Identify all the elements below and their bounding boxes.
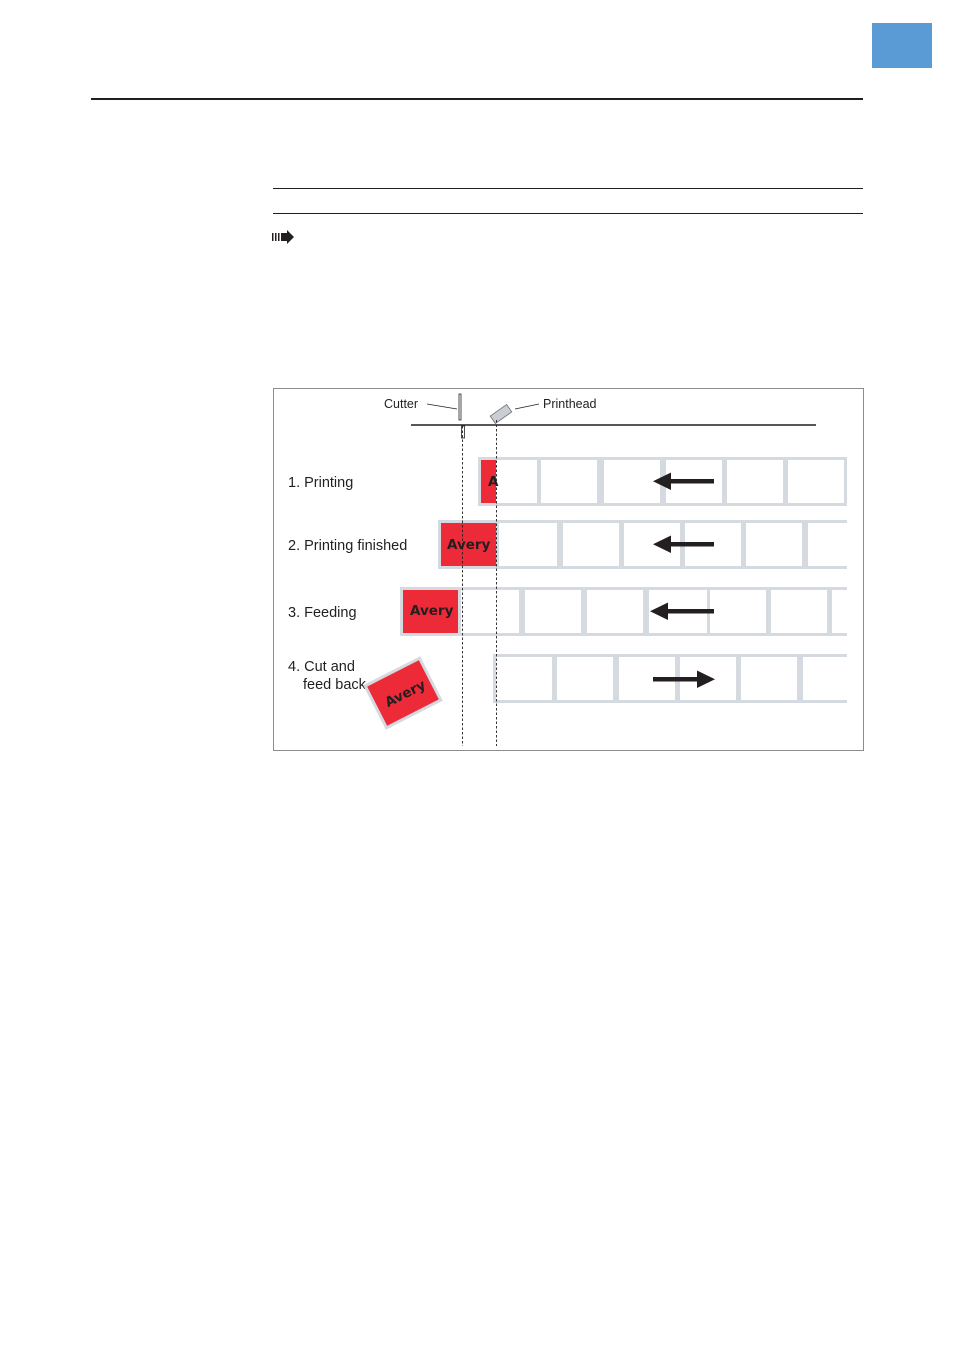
table-top-rule bbox=[273, 188, 863, 189]
blank-label bbox=[803, 657, 847, 700]
label-text-partial: A bbox=[488, 474, 499, 490]
row-printing-finished: Avery bbox=[438, 520, 847, 569]
cutter-blade-icon bbox=[458, 393, 465, 439]
blank-label bbox=[727, 460, 783, 503]
arrow-left-icon bbox=[653, 535, 714, 553]
blank-label bbox=[771, 590, 827, 633]
row-cut-feed-back bbox=[493, 654, 847, 703]
arrow-left-icon bbox=[650, 602, 714, 620]
row-printing: A bbox=[478, 457, 847, 506]
row-feeding: Avery bbox=[400, 587, 847, 636]
label-text: Avery bbox=[447, 537, 491, 553]
step-printing-label: 1. Printing bbox=[288, 475, 353, 491]
blank-label bbox=[741, 657, 797, 700]
step-printing-finished-label: 2. Printing finished bbox=[288, 538, 407, 554]
blank-label bbox=[496, 657, 552, 700]
arrow-right-icon bbox=[653, 670, 715, 688]
blank-label bbox=[541, 460, 597, 503]
step-cut-label-line1: 4. Cut and bbox=[288, 659, 355, 675]
blank-label bbox=[604, 460, 660, 503]
cutter-callout: Cutter bbox=[384, 397, 418, 411]
blank-label bbox=[746, 523, 802, 566]
blank-label bbox=[563, 523, 619, 566]
printed-label bbox=[403, 590, 458, 633]
cutter-operation-figure: Cutter Printhead 1. Printing 2. Printing… bbox=[273, 388, 864, 751]
arrow-right-icon bbox=[272, 230, 296, 244]
printhead-leader bbox=[514, 403, 540, 410]
table-bottom-rule bbox=[273, 213, 863, 214]
chapter-tab-fill bbox=[872, 23, 932, 68]
printed-label bbox=[441, 523, 496, 566]
chapter-tab bbox=[872, 23, 932, 68]
blank-label bbox=[710, 590, 766, 633]
printhead-icon bbox=[489, 404, 513, 424]
blank-label bbox=[808, 523, 847, 566]
blank-label bbox=[788, 460, 844, 503]
blank-label bbox=[499, 523, 557, 566]
label-text: Avery bbox=[410, 603, 454, 619]
cutter-leader bbox=[426, 403, 458, 410]
header-rule bbox=[91, 98, 863, 100]
blank-label bbox=[557, 657, 613, 700]
printed-label-partial bbox=[481, 460, 496, 503]
step-feeding-label: 3. Feeding bbox=[288, 605, 357, 621]
arrow-left-icon bbox=[653, 472, 714, 490]
blank-label bbox=[587, 590, 643, 633]
blank-label bbox=[525, 590, 581, 633]
step-cut-label-line2: feed back bbox=[303, 677, 367, 693]
blank-label bbox=[832, 590, 847, 633]
blank-label bbox=[461, 590, 519, 633]
printhead-callout: Printhead bbox=[543, 397, 597, 411]
cut-label: Avery bbox=[363, 656, 443, 730]
